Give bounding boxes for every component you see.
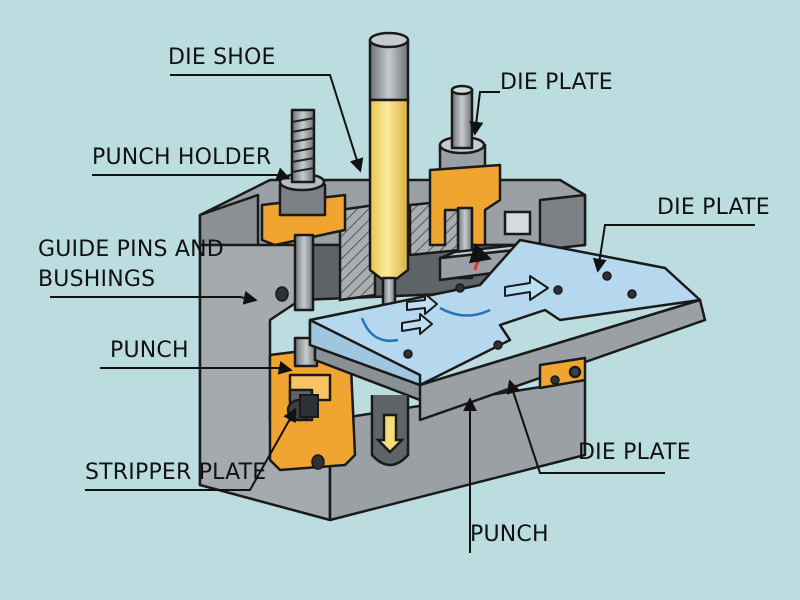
label-stripper-plate: STRIPPER PLATE xyxy=(85,460,267,485)
flow-arrows xyxy=(401,275,549,335)
flow-arrow-icon xyxy=(401,313,433,335)
curved-arrow-icon xyxy=(468,243,493,271)
label-guide-pins-line1: GUIDE PINS AND xyxy=(38,237,224,262)
label-guide-pins-line2: BUSHINGS xyxy=(38,267,156,292)
slug-channel xyxy=(370,395,410,467)
label-guide-pins: GUIDE PINS AND BUSHINGS xyxy=(38,235,224,295)
punch-holder xyxy=(260,108,347,312)
leader-lines xyxy=(50,74,755,553)
label-punch-left: PUNCH xyxy=(110,338,189,363)
label-die-plate-right: DIE PLATE xyxy=(657,195,770,220)
mounting-holes xyxy=(275,271,637,470)
flow-arrow-icon xyxy=(406,293,438,315)
bolt-head xyxy=(299,394,319,418)
label-punch-holder: PUNCH HOLDER xyxy=(92,145,272,170)
label-die-plate-bottom: DIE PLATE xyxy=(578,440,691,465)
label-die-plate-top: DIE PLATE xyxy=(500,70,613,95)
flow-arrow-icon xyxy=(504,275,549,301)
down-arrow-icon xyxy=(374,413,406,454)
flow-marks xyxy=(360,306,491,342)
label-punch-bottom: PUNCH xyxy=(470,522,549,547)
label-die-shoe: DIE SHOE xyxy=(168,45,276,70)
